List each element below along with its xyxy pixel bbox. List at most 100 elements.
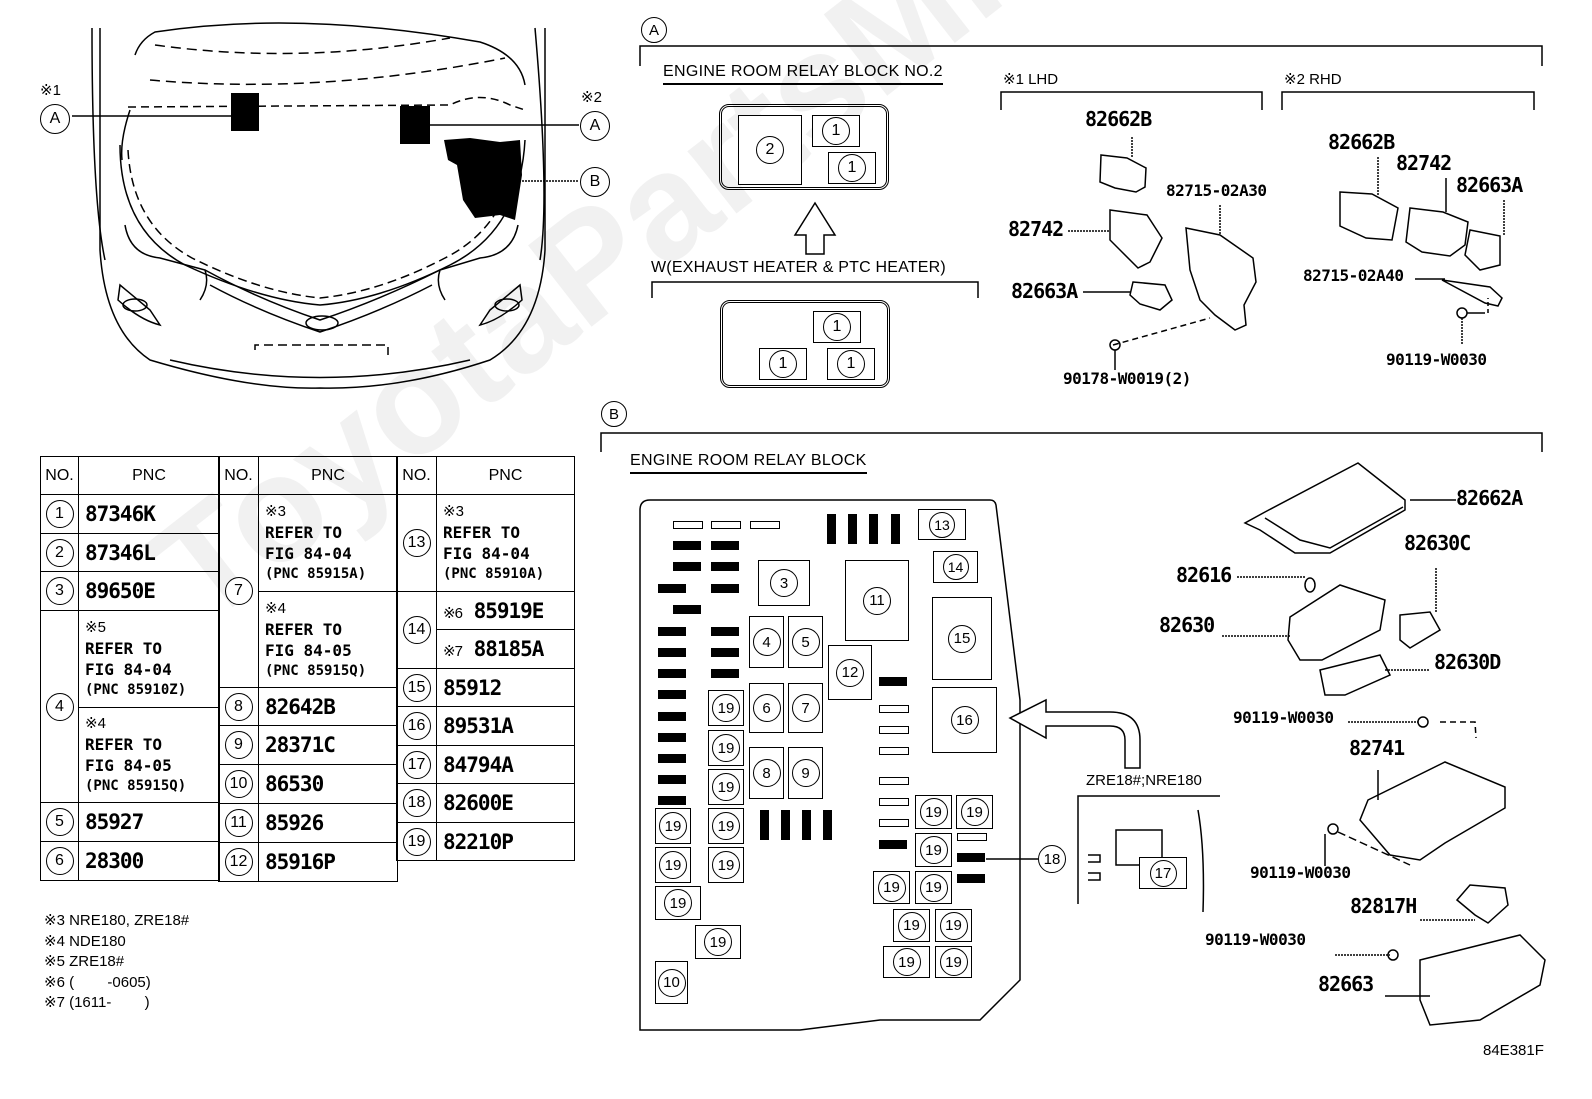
relay-block-a-lhd-marker [231, 93, 259, 131]
note-ref: ※5 [85, 619, 106, 636]
fuse [658, 584, 686, 593]
slot-number: 19 [897, 911, 926, 940]
footnote: ※6 ( -0605) [44, 973, 151, 991]
slot-11: 11 [845, 560, 909, 641]
ref-pnc: (PNC 85915Q) [85, 778, 187, 794]
part-label: 82630 [1159, 613, 1215, 637]
slot-19: 19 [883, 946, 930, 978]
relay-slot-number: 1 [837, 350, 865, 378]
header-pnc: PNC [436, 456, 575, 495]
slot-number: 19 [659, 812, 687, 840]
part-label: 82630D [1434, 650, 1501, 674]
ref-line: FIG 84-04 [265, 544, 352, 563]
fuse [658, 775, 686, 784]
pnc-value: 28300 [78, 841, 220, 881]
variant-title: ZRE18#;NRE180 [1086, 772, 1202, 789]
part-label: 82663 [1318, 972, 1374, 996]
part-label: 90178-W0019(2) [1063, 369, 1191, 388]
ref-pnc: (PNC 85915A) [265, 566, 367, 582]
part-label: 82616 [1176, 563, 1232, 587]
callout-b: B [580, 167, 610, 197]
ref-line: FIG 84-04 [443, 544, 530, 563]
part-label: 82630C [1404, 531, 1471, 555]
fuse [658, 648, 686, 657]
fuse [658, 712, 686, 721]
footnote: ※3 NRE180, ZRE18# [44, 912, 190, 929]
slot-4: 4 [749, 616, 784, 668]
fuse [760, 810, 769, 840]
fuse [879, 840, 907, 849]
section-a-bracket [639, 45, 1543, 66]
item-number: 8 [224, 692, 253, 721]
slot-number: 17 [1149, 859, 1177, 887]
slot-19: 19 [915, 833, 952, 867]
section-a-marker: A [641, 17, 667, 43]
footnote: ※5 ZRE18# [44, 953, 125, 970]
item-number: 15 [402, 673, 431, 702]
pnc-value: 85919E [473, 598, 545, 623]
section-b-marker: B [601, 401, 627, 427]
slot-number: 19 [664, 889, 692, 917]
slot-19: 19 [655, 886, 701, 920]
slot-19: 19 [708, 769, 744, 805]
item-number: 7 [224, 577, 253, 605]
table-row: 14 ※6 85919E [396, 591, 575, 669]
item-number: 13 [402, 529, 431, 557]
fuse [658, 690, 686, 699]
ref-line: FIG 84-05 [85, 756, 172, 775]
part-label: 82715-02A30 [1166, 181, 1267, 200]
slot-number: 19 [659, 851, 687, 879]
slot-number: 3 [770, 569, 798, 597]
relay-slot: 1 [828, 152, 876, 184]
header-no: NO. [218, 456, 259, 495]
slot-8: 8 [749, 747, 784, 799]
ref-line: REFER TO [85, 735, 163, 754]
slot-19: 19 [873, 871, 910, 904]
fuse [781, 810, 790, 840]
rhd-label: ※2 RHD [1284, 71, 1342, 88]
relay-slot: 1 [827, 348, 875, 380]
ref-line: FIG 84-05 [265, 640, 352, 660]
part-label: 82742 [1396, 151, 1452, 175]
slot-19: 19 [935, 909, 972, 942]
fuse [879, 726, 909, 734]
fuse [879, 677, 907, 686]
item-number: 11 [224, 809, 253, 837]
slot-19: 19 [708, 847, 744, 883]
part-label: 90119-W0030 [1250, 863, 1351, 882]
pnc-value: 89531A [436, 706, 575, 746]
item-number: 10 [224, 770, 253, 798]
lhd-label: ※1 LHD [1003, 71, 1059, 88]
slot-number: 19 [892, 948, 921, 976]
fuse [879, 819, 909, 827]
slot-19: 19 [695, 925, 741, 959]
item-number: 5 [45, 808, 74, 836]
slot-19: 19 [655, 808, 691, 844]
slot-number: 7 [791, 694, 820, 722]
slot-number: 10 [657, 968, 686, 997]
slot-number: 12 [836, 658, 864, 687]
item-number: 17 [402, 750, 431, 779]
vehicle-outline-drawing [72, 22, 579, 389]
fuse [711, 669, 739, 678]
item-number: 18 [402, 789, 431, 817]
fuse [658, 733, 686, 742]
slot-10: 10 [655, 961, 688, 1004]
part-label: 82662B [1328, 130, 1395, 154]
item-number: 1 [45, 500, 74, 528]
slot-number: 19 [919, 873, 948, 902]
part-label: 82663A [1456, 173, 1523, 197]
pnc-value: 85916P [258, 842, 398, 882]
fuse [957, 874, 985, 883]
slot-number: 19 [712, 773, 740, 801]
part-label: 90119-W0030 [1386, 350, 1487, 369]
item-number: 16 [402, 712, 431, 740]
